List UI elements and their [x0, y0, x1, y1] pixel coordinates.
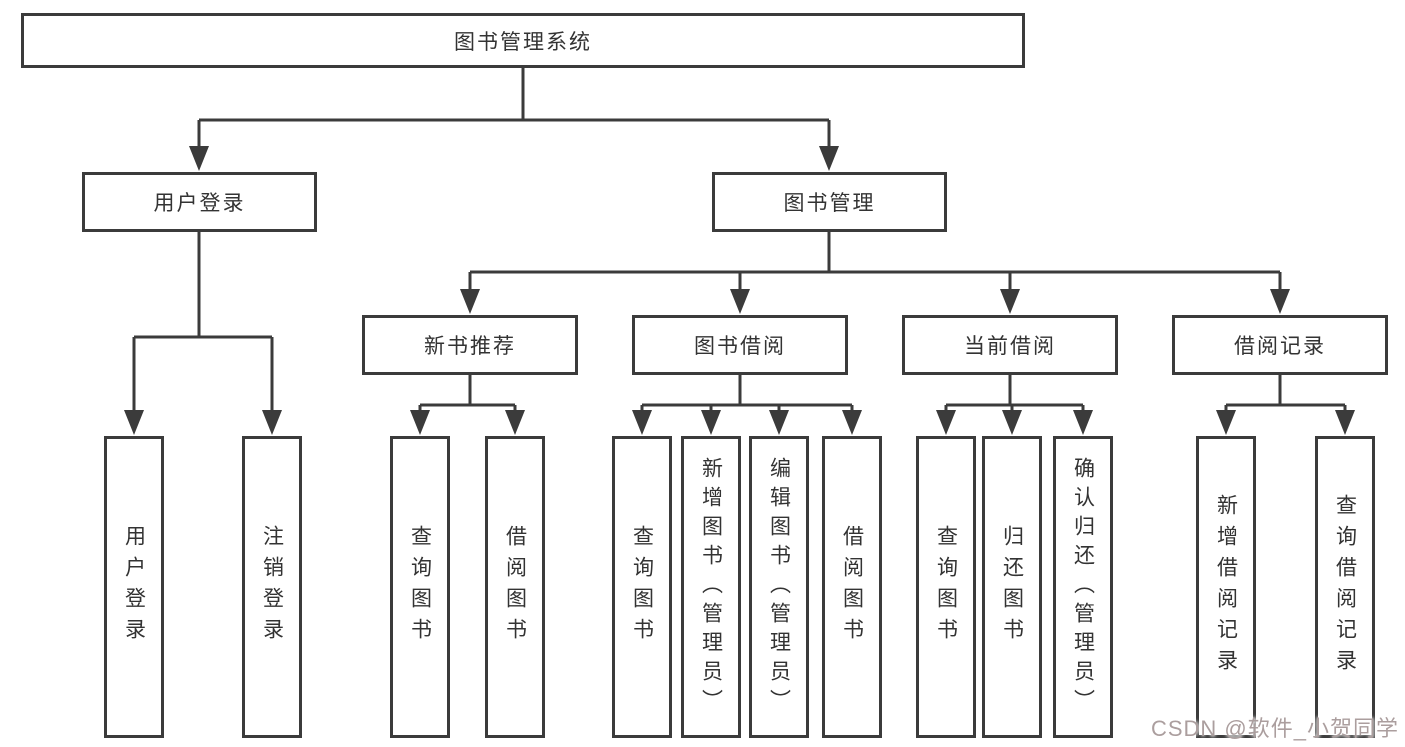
connector-book-management-to-level3 — [468, 232, 1282, 293]
leaf-edit-books-admin: 编辑图书（管理员） — [749, 436, 809, 738]
leaf-user-login: 用户登录 — [104, 436, 164, 738]
leaf-query-books-recommend: 查询图书 — [390, 436, 450, 738]
arrow-leaf-confirm-return — [1073, 410, 1093, 435]
node-book-management: 图书管理 — [712, 172, 947, 232]
leaf-return-books: 归还图书 — [982, 436, 1042, 738]
node-user-login: 用户登录 — [82, 172, 317, 232]
leaf-add-books-admin: 新增图书（管理员） — [681, 436, 741, 738]
node-borrow-records: 借阅记录 — [1172, 315, 1388, 375]
leaf-borrow-books: 借阅图书 — [822, 436, 882, 738]
leaf-add-borrow-record: 新增借阅记录 — [1196, 436, 1256, 738]
arrow-leaf-borrow-books-2 — [842, 410, 862, 435]
arrow-leaf-user-login — [124, 410, 144, 435]
arrow-leaf-borrow-books-1 — [505, 410, 525, 435]
connector-new-book-to-leaves — [418, 375, 517, 414]
arrow-book-management — [819, 146, 839, 171]
arrow-user-login — [189, 146, 209, 171]
leaf-query-books-current: 查询图书 — [916, 436, 976, 738]
arrow-current-borrow — [1000, 289, 1020, 314]
arrow-leaf-query-books-2 — [632, 410, 652, 435]
arrow-new-book-recommend — [460, 289, 480, 314]
leaf-confirm-return-admin: 确认归还（管理员） — [1053, 436, 1113, 738]
connector-borrow-records-to-leaves — [1224, 375, 1347, 414]
arrow-leaf-add-books — [701, 410, 721, 435]
leaf-borrow-books-recommend: 借阅图书 — [485, 436, 545, 738]
node-root: 图书管理系统 — [21, 13, 1025, 68]
leaf-query-books-borrow: 查询图书 — [612, 436, 672, 738]
connector-book-borrow-to-leaves — [640, 375, 854, 414]
arrow-leaf-edit-books — [769, 410, 789, 435]
node-current-borrow: 当前借阅 — [902, 315, 1118, 375]
connector-user-login-to-leaves — [132, 232, 274, 414]
arrow-borrow-records — [1270, 289, 1290, 314]
leaf-query-borrow-record: 查询借阅记录 — [1315, 436, 1375, 738]
connector-root-to-level2 — [197, 68, 831, 150]
leaf-logout: 注销登录 — [242, 436, 302, 738]
arrow-leaf-logout — [262, 410, 282, 435]
arrow-leaf-query-books-3 — [936, 410, 956, 435]
connector-current-borrow-to-leaves — [944, 375, 1085, 414]
arrow-leaf-return-books — [1002, 410, 1022, 435]
node-new-book-recommend: 新书推荐 — [362, 315, 578, 375]
arrow-leaf-add-borrow-record — [1216, 410, 1236, 435]
node-book-borrow: 图书借阅 — [632, 315, 848, 375]
arrow-leaf-query-books-1 — [410, 410, 430, 435]
arrow-book-borrow — [730, 289, 750, 314]
arrow-leaf-query-borrow-record — [1335, 410, 1355, 435]
